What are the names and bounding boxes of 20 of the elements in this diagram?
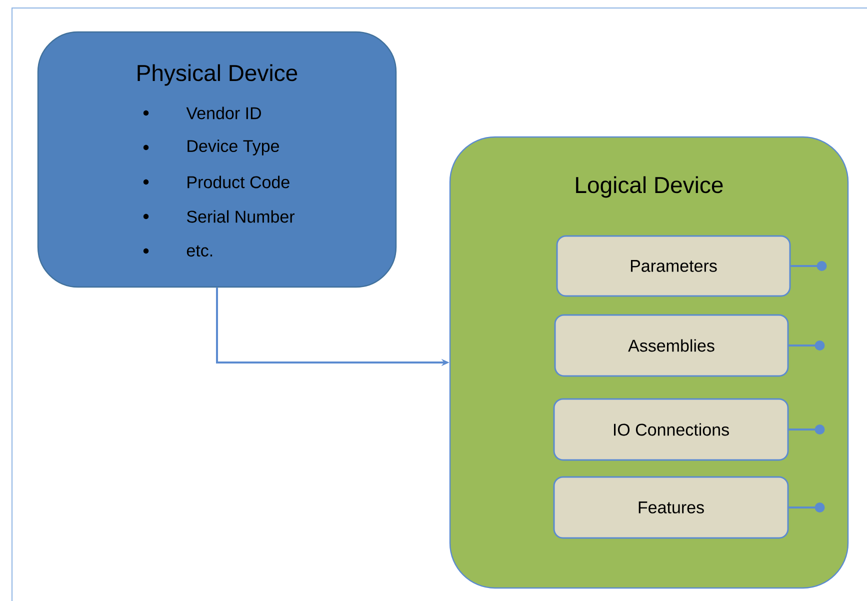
list-item: etc. bbox=[186, 245, 212, 257]
connector-pin bbox=[790, 261, 827, 271]
list-item: Product Code bbox=[188, 176, 290, 188]
component-box bbox=[556, 235, 791, 297]
box-title: Logical Device bbox=[576, 176, 723, 198]
device-box bbox=[37, 31, 397, 288]
component-label: Assemblies bbox=[628, 339, 714, 352]
component-box bbox=[553, 398, 789, 461]
component-box bbox=[553, 476, 789, 539]
component-box bbox=[554, 314, 789, 377]
connector-pin bbox=[788, 340, 825, 350]
list-item: Vendor ID bbox=[186, 106, 261, 120]
list-item: Device Type bbox=[188, 140, 279, 156]
list-item: Serial Number bbox=[186, 210, 295, 223]
box-title: Physical Device bbox=[138, 64, 298, 86]
component-label: Parameters bbox=[630, 260, 717, 272]
component-label: IO Connections bbox=[614, 423, 729, 436]
connector-pin bbox=[788, 502, 825, 512]
connector-pin bbox=[788, 424, 825, 434]
component-label: Features bbox=[638, 502, 704, 514]
